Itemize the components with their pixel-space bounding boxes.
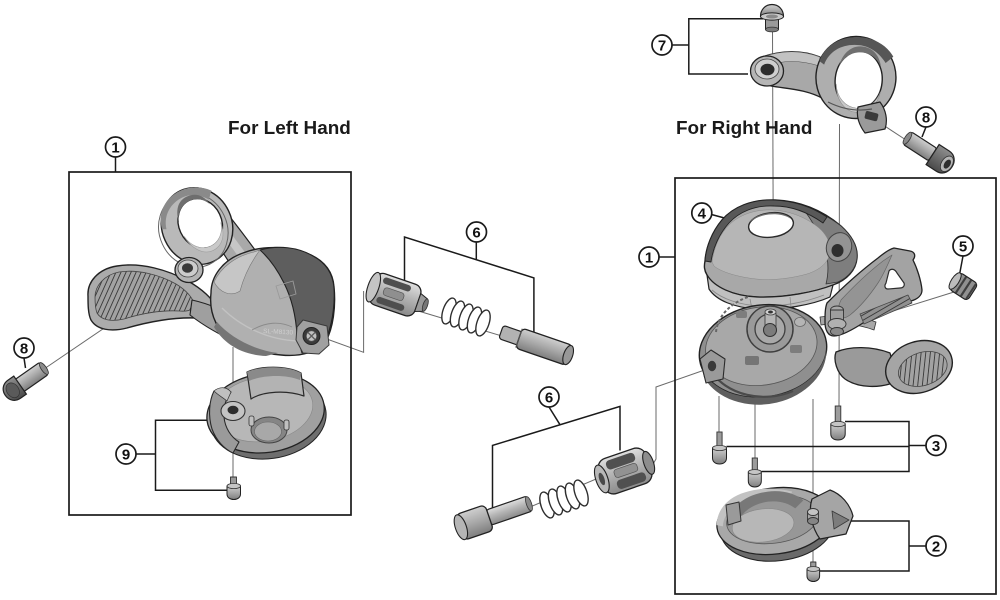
svg-text:6: 6 bbox=[545, 390, 553, 407]
svg-text:6: 6 bbox=[472, 225, 480, 242]
svg-text:1: 1 bbox=[111, 140, 119, 157]
svg-text:9: 9 bbox=[122, 447, 130, 464]
svg-text:8: 8 bbox=[20, 341, 28, 358]
svg-text:8: 8 bbox=[922, 110, 930, 127]
svg-text:3: 3 bbox=[932, 438, 940, 455]
svg-text:1: 1 bbox=[645, 250, 653, 267]
svg-text:5: 5 bbox=[959, 239, 967, 256]
svg-text:7: 7 bbox=[658, 38, 666, 55]
svg-text:4: 4 bbox=[698, 206, 707, 223]
svg-text:For Left Hand: For Left Hand bbox=[228, 118, 351, 139]
svg-text:2: 2 bbox=[932, 539, 940, 556]
svg-text:SL-M8130: SL-M8130 bbox=[263, 328, 294, 337]
svg-text:For Right Hand: For Right Hand bbox=[676, 118, 812, 139]
